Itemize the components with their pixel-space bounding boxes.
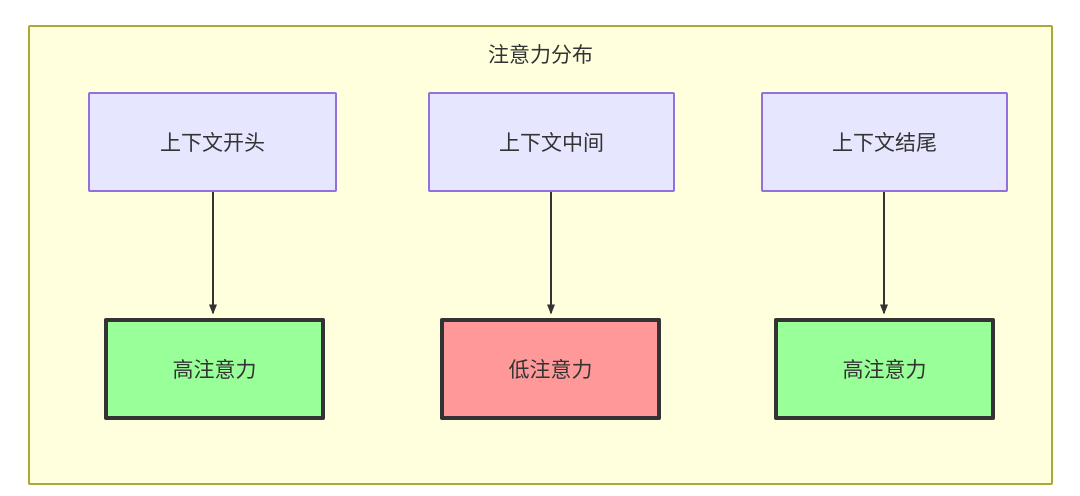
node-attention-start[interactable]: 高注意力 bbox=[104, 318, 325, 420]
node-attention-end-label: 高注意力 bbox=[842, 359, 927, 382]
node-attention-start-label: 高注意力 bbox=[172, 359, 257, 382]
node-context-end[interactable]: 上下文结尾 bbox=[761, 92, 1008, 192]
node-context-middle-label: 上下文中间 bbox=[499, 132, 604, 155]
node-context-middle[interactable]: 上下文中间 bbox=[428, 92, 675, 192]
node-context-end-label: 上下文结尾 bbox=[832, 132, 937, 155]
node-attention-end[interactable]: 高注意力 bbox=[774, 318, 995, 420]
node-context-start[interactable]: 上下文开头 bbox=[88, 92, 337, 192]
node-context-start-label: 上下文开头 bbox=[160, 132, 265, 155]
subgraph-title: 注意力分布 bbox=[488, 44, 593, 67]
node-attention-middle-label: 低注意力 bbox=[508, 359, 593, 382]
node-attention-middle[interactable]: 低注意力 bbox=[440, 318, 661, 420]
